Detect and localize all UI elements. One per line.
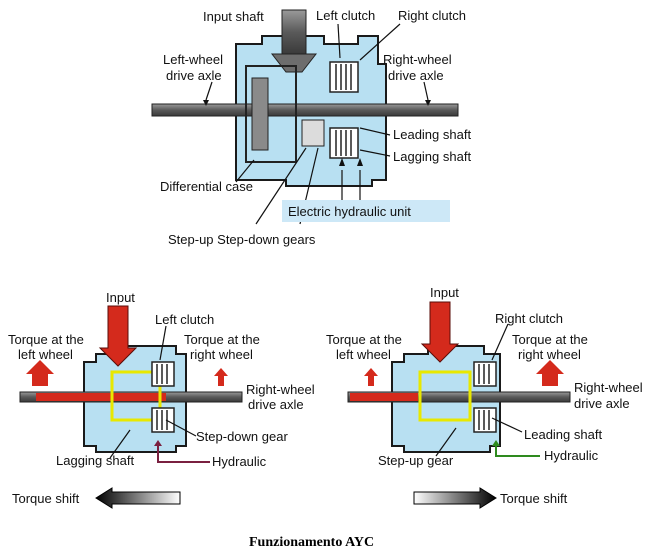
- left-label-gear: Step-down gear: [196, 429, 288, 444]
- label-lagging-shaft: Lagging shaft: [393, 149, 471, 164]
- label-right-wheel-axle-1: Right-wheel: [383, 52, 452, 67]
- label-input-shaft: Input shaft: [203, 9, 264, 24]
- label-step-gears: Step-up Step-down gears: [168, 232, 316, 247]
- right-leaders: [435, 323, 523, 457]
- label-left-clutch: Left clutch: [316, 8, 375, 23]
- right-power-path-shaft: [350, 393, 418, 401]
- top-right-clutch: [329, 127, 359, 159]
- right-label-torque-right-1: Torque at the: [512, 332, 588, 347]
- left-input-arrow: [98, 305, 138, 367]
- figure-caption: Funzionamento AYC: [249, 535, 374, 550]
- right-label-shaft: Leading shaft: [524, 427, 602, 442]
- left-torque-shift-arrow: [95, 487, 181, 509]
- label-leading-shaft: Leading shaft: [393, 127, 471, 142]
- right-power-path: [418, 370, 472, 422]
- right-torque-arrow-left-wheel: [364, 368, 378, 386]
- right-label-gear: Step-up gear: [378, 453, 454, 468]
- left-label-hydraulic: Hydraulic: [212, 454, 267, 469]
- label-left-wheel-axle-2: drive axle: [166, 68, 222, 83]
- right-label-input: Input: [430, 285, 459, 300]
- left-hydraulic-arrowhead: [154, 440, 162, 446]
- left-label-torque-right-1: Torque at the: [184, 332, 260, 347]
- top-step-gears: [301, 119, 325, 147]
- right-label-hydraulic: Hydraulic: [544, 448, 599, 463]
- left-label-axle-2: drive axle: [248, 397, 304, 412]
- top-left-clutch: [329, 61, 359, 93]
- top-leader-arrowheads: [203, 100, 431, 166]
- left-leaders: [109, 325, 197, 459]
- left-torque-arrow-left-wheel: [26, 360, 54, 386]
- label-right-clutch: Right clutch: [398, 8, 466, 23]
- right-torque-arrow-right-wheel: [536, 360, 564, 386]
- hydraulic-unit-box: [282, 200, 450, 222]
- right-panel-clutch: [473, 361, 497, 387]
- left-panel-clutch-lower: [151, 407, 175, 433]
- left-label-axle-1: Right-wheel: [246, 382, 315, 397]
- differential-case: [245, 65, 297, 163]
- right-hydraulic-line: [495, 446, 540, 457]
- right-input-arrow: [420, 301, 460, 363]
- left-panel-clutch: [151, 361, 175, 387]
- right-panel-diagram: Input Right clutch Torque at the left wh…: [326, 285, 643, 509]
- left-torque-arrow-right-wheel: [214, 368, 228, 386]
- left-label-shaft: Lagging shaft: [56, 453, 134, 468]
- label-left-wheel-axle-1: Left-wheel: [163, 52, 223, 67]
- right-label-torque-left-1: Torque at the: [326, 332, 402, 347]
- right-label-torque-left-2: left wheel: [336, 347, 391, 362]
- right-hydraulic-arrowhead: [492, 440, 500, 446]
- left-label-input: Input: [106, 290, 135, 305]
- right-label-torque-shift: Torque shift: [500, 491, 568, 506]
- right-axle-shaft: [347, 391, 571, 403]
- top-axle-shaft: [151, 103, 459, 117]
- right-label-axle-1: Right-wheel: [574, 380, 643, 395]
- left-power-path-shaft: [36, 393, 166, 401]
- label-differential-case: Differential case: [160, 179, 253, 194]
- top-diagram: Input shaft Left clutch Right clutch Lef…: [151, 8, 471, 247]
- left-hydraulic-line: [157, 446, 210, 463]
- left-label-torque-shift: Torque shift: [12, 491, 80, 506]
- left-label-clutch: Left clutch: [155, 312, 214, 327]
- right-label-torque-right-2: right wheel: [518, 347, 581, 362]
- right-label-axle-2: drive axle: [574, 396, 630, 411]
- left-panel-diagram: Input Left clutch Torque at the left whe…: [8, 290, 315, 509]
- label-hydraulic-unit: Electric hydraulic unit: [288, 204, 411, 219]
- left-label-torque-left-1: Torque at the: [8, 332, 84, 347]
- input-shaft: [281, 9, 307, 55]
- diff-gear: [251, 77, 269, 151]
- right-panel-clutch-lower: [473, 407, 497, 433]
- right-label-clutch: Right clutch: [495, 311, 563, 326]
- left-label-torque-left-2: left wheel: [18, 347, 73, 362]
- right-torque-shift-arrow: [413, 487, 497, 509]
- label-right-wheel-axle-2: drive axle: [388, 68, 444, 83]
- left-label-torque-right-2: right wheel: [190, 347, 253, 362]
